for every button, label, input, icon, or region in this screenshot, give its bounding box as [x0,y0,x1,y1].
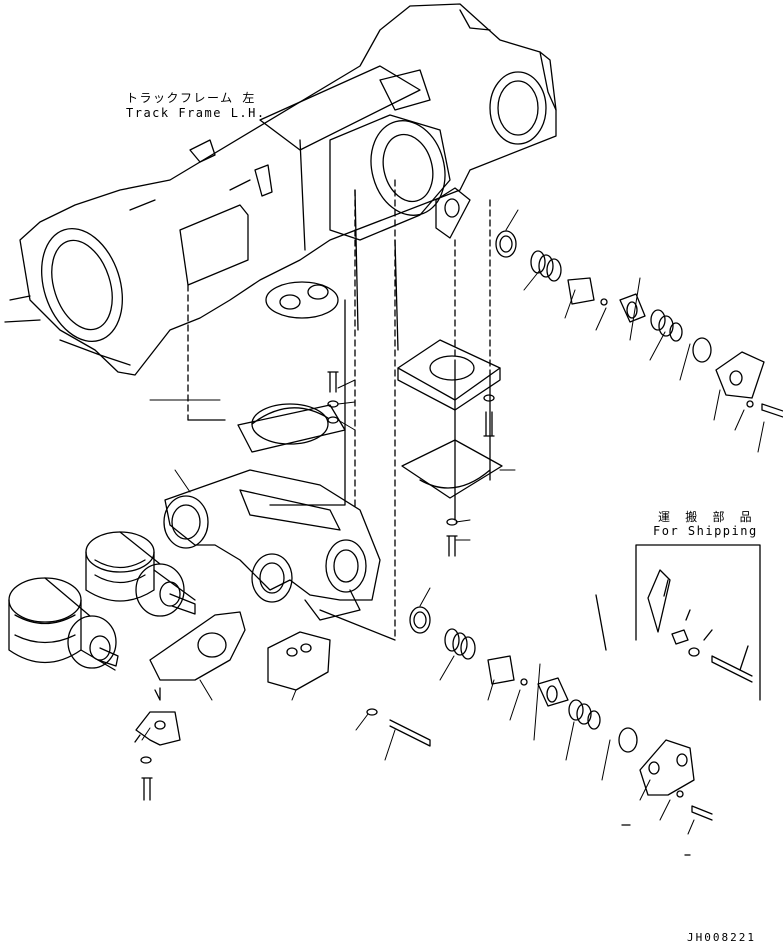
shipping-label-english: For Shipping [653,524,758,538]
assembly-frames [187,299,491,641]
track-frame-icon [4,3,557,376]
track-roller-icon [85,531,196,617]
frame-label-english: Track Frame L.H. [126,106,266,120]
drawing-code: JH008221 [687,931,756,944]
shipping-parts-group [595,544,761,856]
assembly-lines [187,179,491,641]
upper-pivot-assembly [495,230,783,418]
track-roller-icon [8,577,119,671]
frame-label-japanese: トラックフレーム 左 [126,91,256,105]
guard-icon [267,631,331,691]
roller-link-icon [134,611,246,746]
cover-plate-icon [397,339,503,499]
bogie-frame-icon [163,403,381,621]
lower-pivot-assembly [409,606,713,821]
shipping-label-japanese: 運 搬 部 品 [658,510,756,524]
leader-lines [141,209,765,835]
